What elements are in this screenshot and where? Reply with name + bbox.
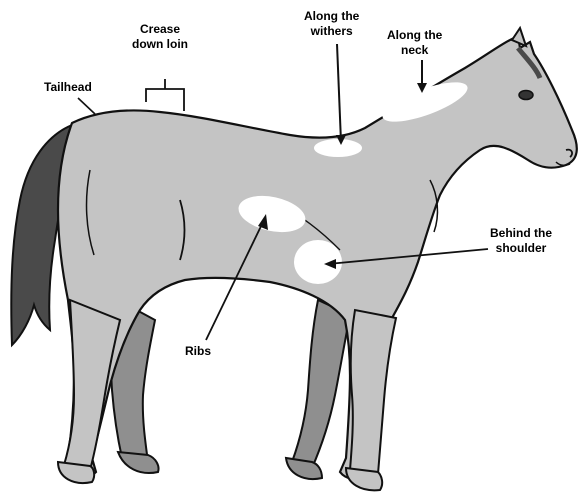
withers-pointer (337, 44, 341, 142)
along-the-withers-label: Along the withers (304, 9, 359, 39)
far-hind-hoof (118, 452, 159, 473)
tailhead-pointer (78, 98, 95, 114)
crease-down-loin-label: Crease down loin (132, 22, 188, 52)
withers-spot (314, 139, 362, 157)
tailhead-label: Tailhead (44, 80, 92, 95)
far-fore-leg (292, 300, 350, 468)
near-fore-hoof (346, 468, 382, 490)
crease-bracket (146, 79, 184, 111)
near-hind-hoof (58, 462, 94, 483)
far-fore-hoof (286, 458, 322, 479)
near-fore-leg (350, 310, 396, 474)
horse-eye (519, 91, 533, 100)
along-the-neck-label: Along the neck (387, 28, 442, 58)
ribs-label: Ribs (185, 344, 211, 359)
behind-the-shoulder-label: Behind the shoulder (490, 226, 552, 256)
